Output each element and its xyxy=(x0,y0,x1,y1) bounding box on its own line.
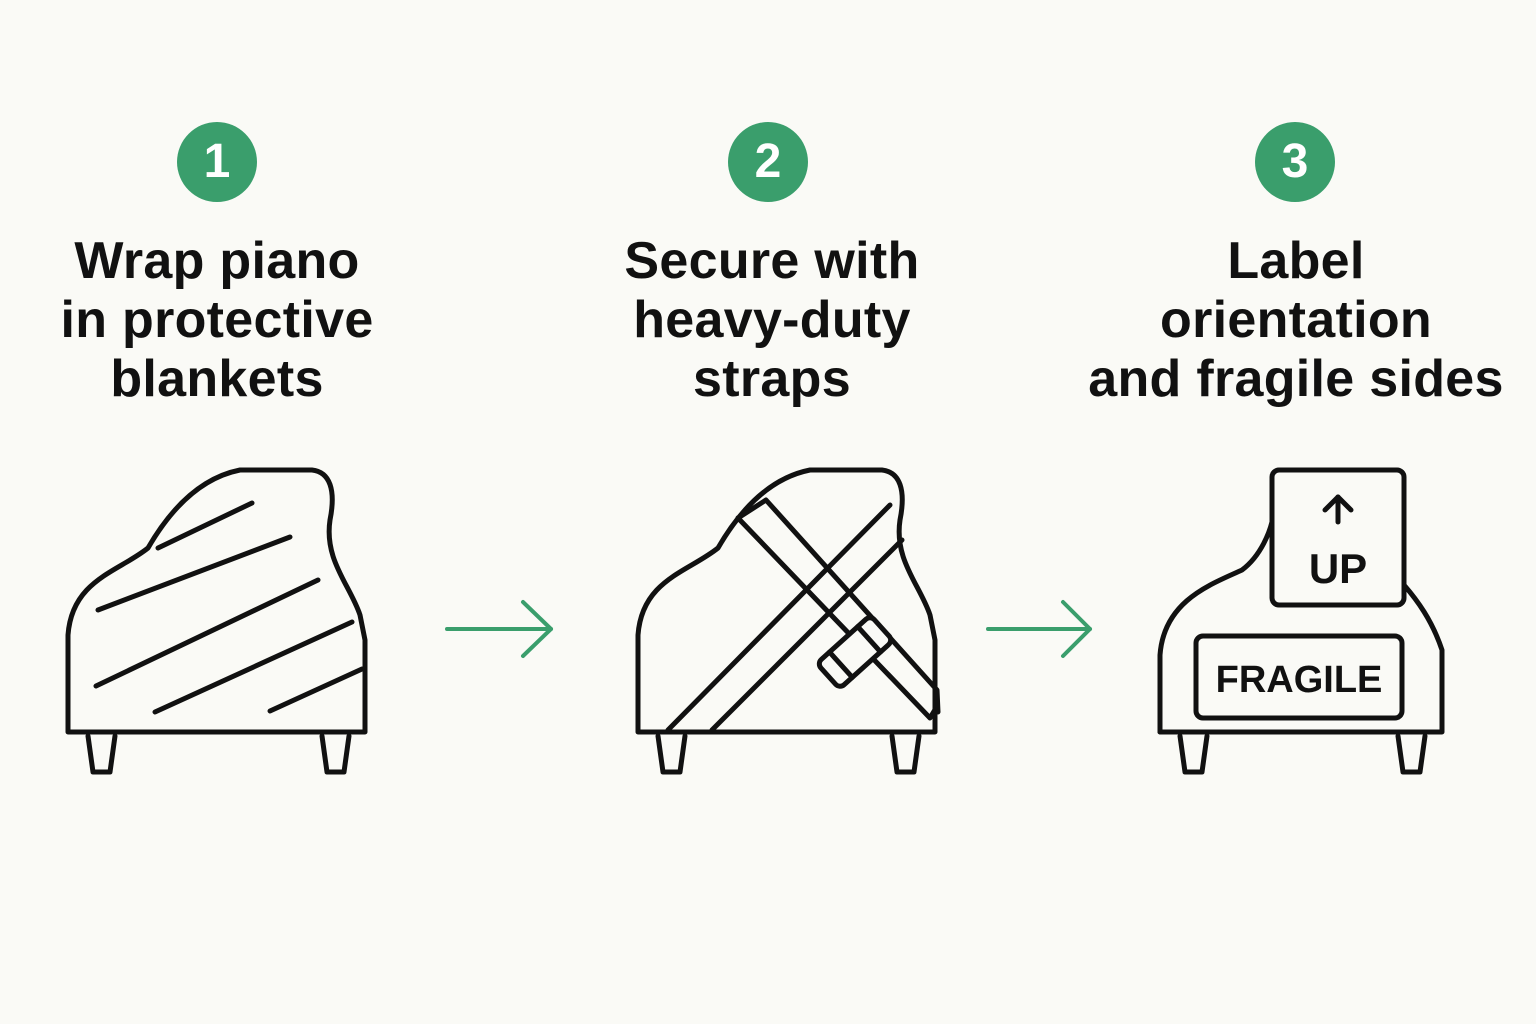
step-title-line: Wrap piano xyxy=(74,232,360,290)
step-title: Label orientation and fragile sides xyxy=(1086,232,1506,409)
piano-strapped-icon xyxy=(635,467,941,775)
step-title-line: and fragile sides xyxy=(1088,350,1504,408)
step-title-line: Secure with xyxy=(624,232,920,290)
step-number: 1 xyxy=(203,135,231,188)
step-number-badge: 3 xyxy=(1255,122,1335,202)
piano-wrapped-blanket-icon xyxy=(65,467,368,775)
step-number-badge: 2 xyxy=(728,122,808,202)
up-label-text: UP xyxy=(1309,545,1367,592)
piano-labeled-icon: UP FRAGILE xyxy=(1157,467,1445,775)
step-title-line: straps xyxy=(693,350,851,408)
fragile-label-text: FRAGILE xyxy=(1216,659,1383,701)
step-number: 3 xyxy=(1281,135,1309,188)
arrow-right-icon xyxy=(986,600,1092,658)
up-label-box xyxy=(1269,467,1407,608)
step-title-line: blankets xyxy=(110,350,324,408)
step-number: 2 xyxy=(754,135,782,188)
step-title-line: heavy-duty xyxy=(633,291,911,349)
step-number-badge: 1 xyxy=(177,122,257,202)
step-title-line: in protective xyxy=(60,291,374,349)
step-title: Secure with heavy-duty straps xyxy=(562,232,982,409)
step-title-line: Label orientation xyxy=(1160,232,1432,349)
fragile-label-box xyxy=(1193,633,1405,721)
step-title: Wrap piano in protective blankets xyxy=(7,232,427,409)
arrow-right-icon xyxy=(445,600,553,658)
